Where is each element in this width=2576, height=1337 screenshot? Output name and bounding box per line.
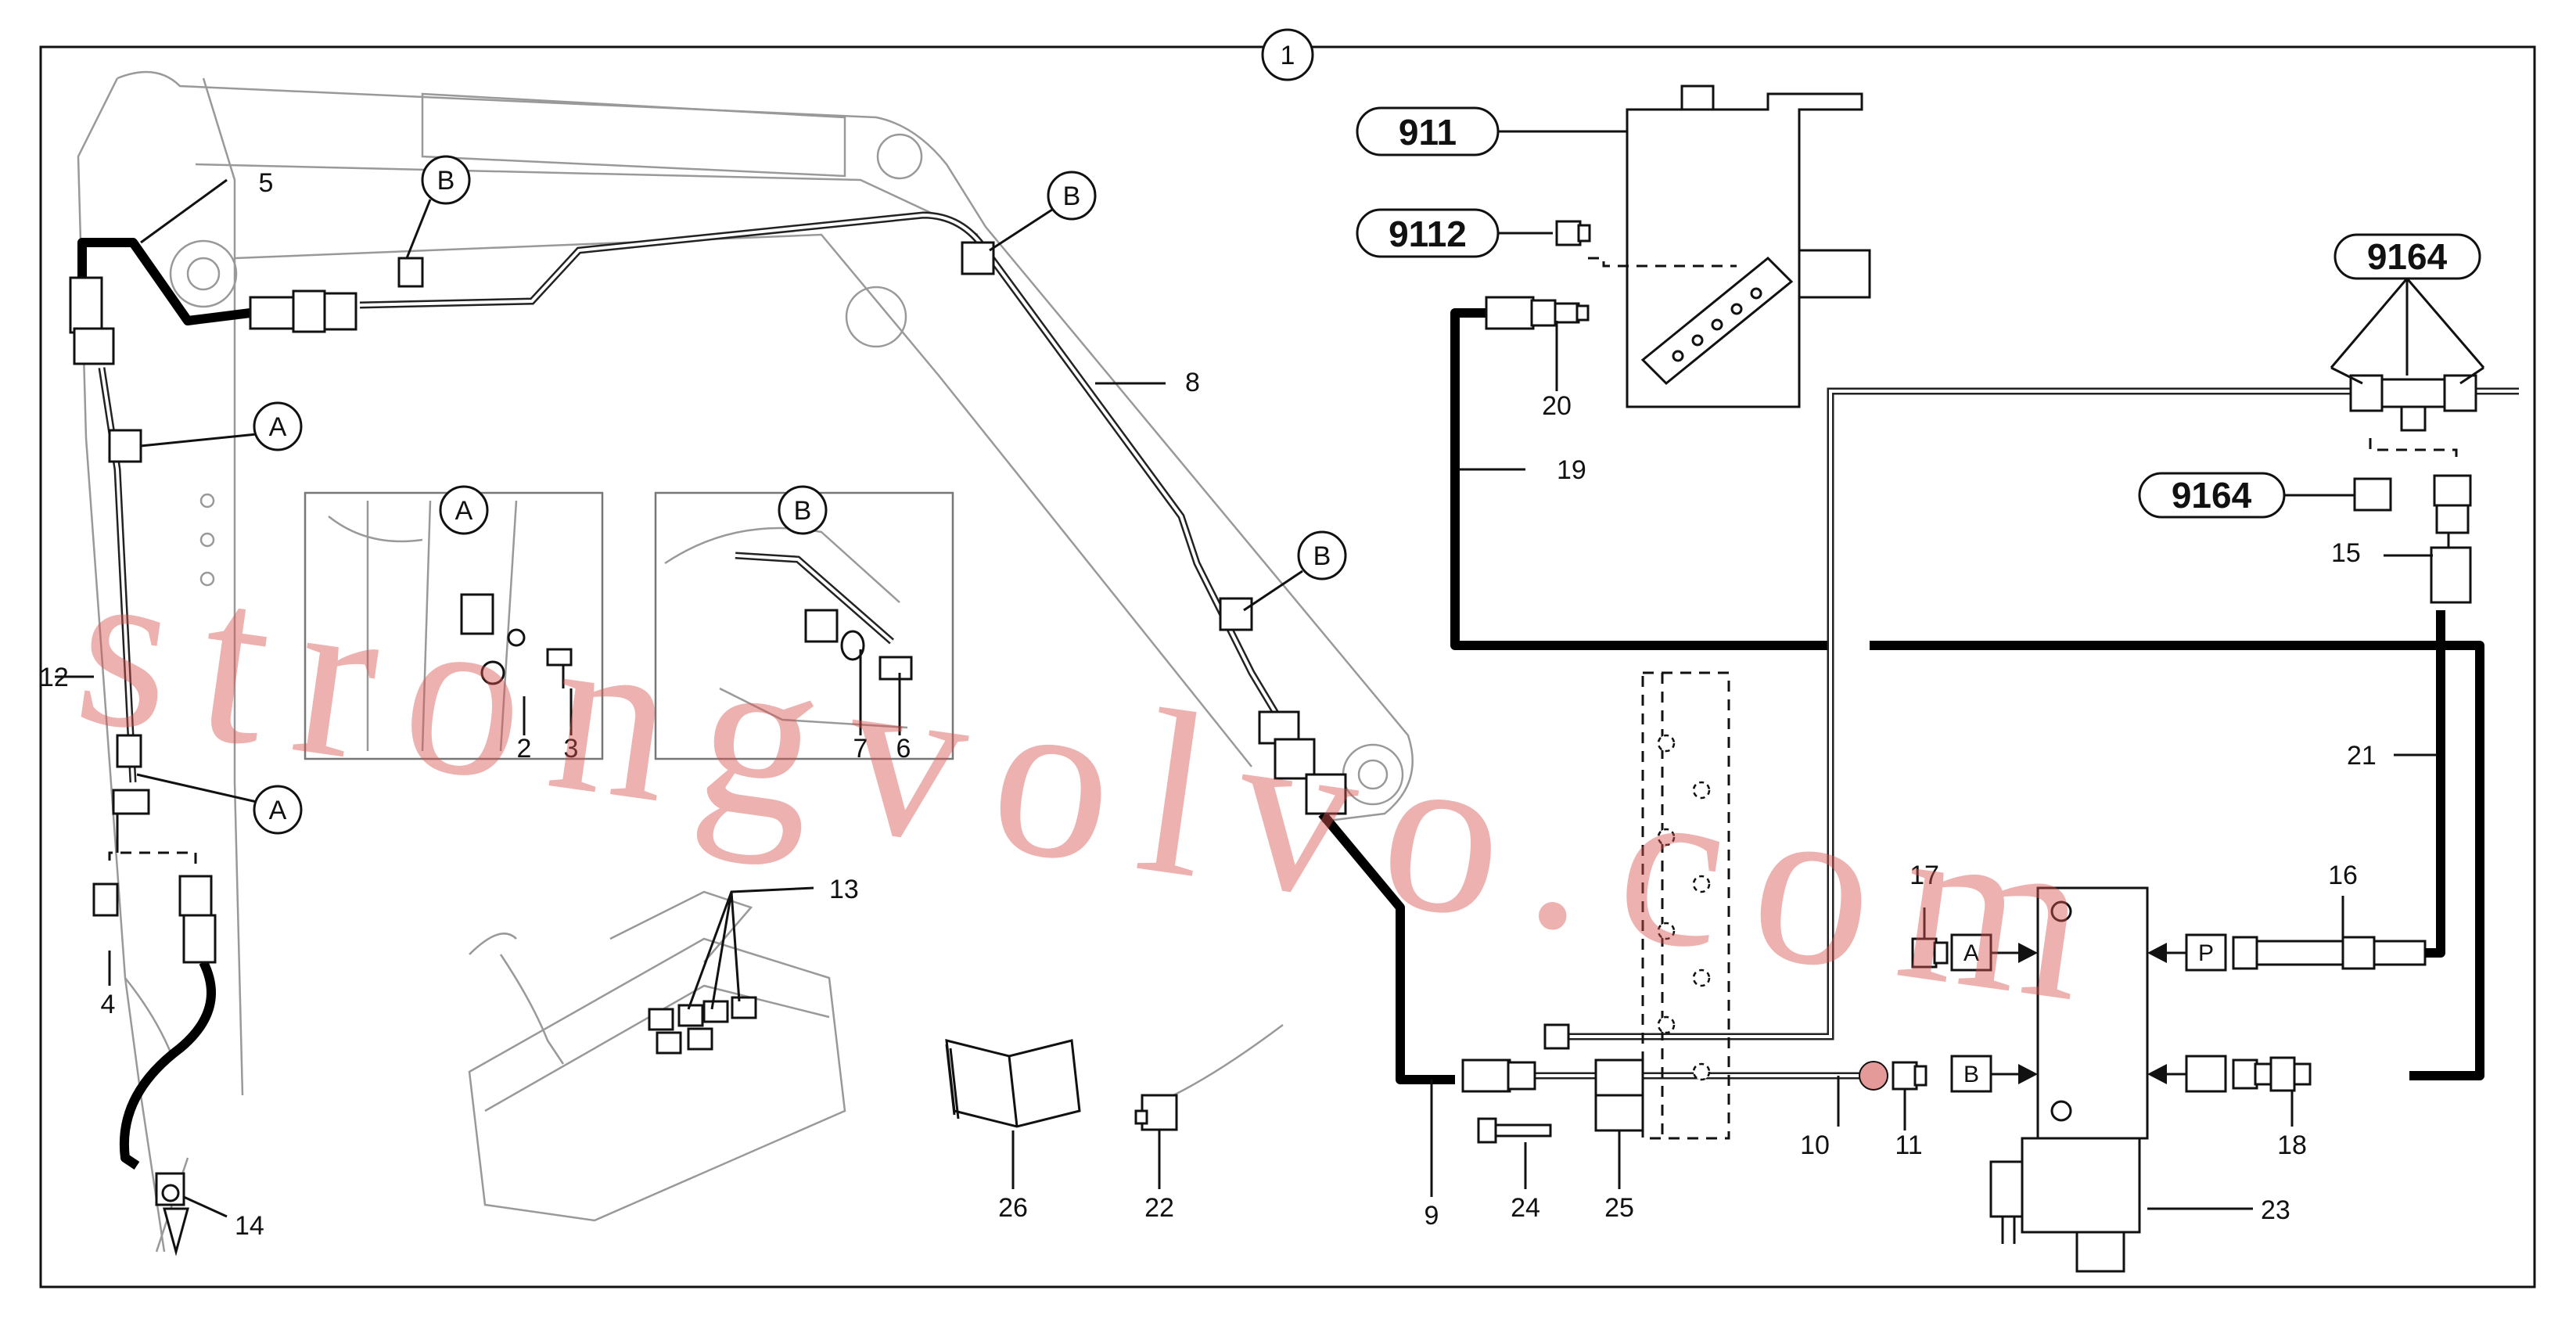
code-911-text: 911: [1399, 112, 1457, 153]
boom-fittings: [69, 241, 1347, 1256]
label-13: 13: [829, 875, 859, 904]
callout-main-text: 1: [1281, 41, 1295, 70]
watermark: strongvolvo.com: [63, 512, 2133, 1055]
clamp-25: [1477, 1058, 1644, 1144]
detail-box-b: B: [654, 485, 954, 760]
label-8: 8: [1185, 368, 1200, 397]
manual-book: [945, 1039, 1081, 1128]
label-19: 19: [1557, 455, 1586, 485]
label-4: 4: [101, 990, 116, 1019]
label-24: 24: [1511, 1193, 1540, 1223]
port-p-text: P: [2198, 940, 2214, 966]
label-14: 14: [235, 1211, 264, 1241]
dashed-bracket: [1641, 671, 1730, 1140]
label-18: 18: [2277, 1130, 2307, 1160]
port-p: P: [2147, 933, 2227, 972]
port-a: A: [1950, 933, 2038, 972]
detail-a-ref: A: [455, 496, 473, 526]
label-6: 6: [896, 734, 911, 764]
control-console: [468, 890, 846, 1222]
label-7: 7: [853, 734, 868, 764]
ref-b-2: B: [1063, 182, 1081, 211]
label-17: 17: [1910, 861, 1939, 890]
label-5: 5: [259, 168, 274, 198]
port-t: [2147, 1055, 2227, 1093]
port-b: B: [1950, 1055, 2038, 1093]
boom-lines: [77, 211, 1455, 1170]
code-9164-mid-text: 9164: [2172, 475, 2252, 516]
detail-box-a: A: [304, 485, 604, 760]
code-9164-top-text: 9164: [2367, 236, 2448, 277]
label-12: 12: [39, 663, 69, 692]
fitting-18: [2232, 1056, 2312, 1092]
fitting-16: [2232, 610, 2445, 970]
leaders: [55, 178, 2437, 1218]
label-22: 22: [1144, 1193, 1174, 1223]
boom-outline: [77, 70, 1414, 1253]
label-15: 15: [2331, 538, 2361, 568]
label-20: 20: [1542, 391, 1572, 421]
label-25: 25: [1604, 1193, 1634, 1223]
port-a-text: A: [1963, 940, 1979, 966]
ref-circles: B B B A A: [136, 155, 1347, 835]
label-9: 9: [1425, 1201, 1439, 1231]
code-9112: 9112: [1356, 208, 1737, 268]
label-21: 21: [2347, 741, 2377, 771]
code-9112-text: 9112: [1389, 214, 1467, 254]
label-26: 26: [998, 1193, 1028, 1223]
labels: 5 8 12 2 3 7 6 13 4 14 20 19 15 21 16 17…: [39, 168, 2377, 1241]
code-9164-top: 9164: [2330, 233, 2485, 385]
fitting-11: [1859, 1061, 1928, 1091]
label-3: 3: [564, 734, 579, 764]
code-911: 911: [1356, 106, 1627, 156]
callout-main: 1: [1261, 28, 1314, 81]
label-2: 2: [517, 734, 532, 764]
label-16: 16: [2328, 861, 2358, 890]
fitting-17: [1911, 937, 1949, 969]
valve-911: [1626, 84, 1871, 408]
hose-19: [1450, 296, 2484, 1080]
label-23: 23: [2261, 1195, 2290, 1225]
ref-a-2: A: [269, 796, 287, 825]
connector: [1134, 1023, 1284, 1131]
ref-a-1: A: [269, 412, 287, 442]
ref-b-1: B: [437, 166, 455, 196]
tee-9164: [2349, 374, 2477, 604]
label-11: 11: [1895, 1130, 1922, 1160]
detail-b-ref: B: [794, 496, 812, 526]
label-10: 10: [1800, 1130, 1830, 1160]
code-9164-mid: 9164: [2138, 472, 2355, 519]
valve-23: [1989, 886, 2149, 1273]
ref-b-3: B: [1313, 541, 1331, 571]
port-b-text: B: [1963, 1062, 1979, 1087]
